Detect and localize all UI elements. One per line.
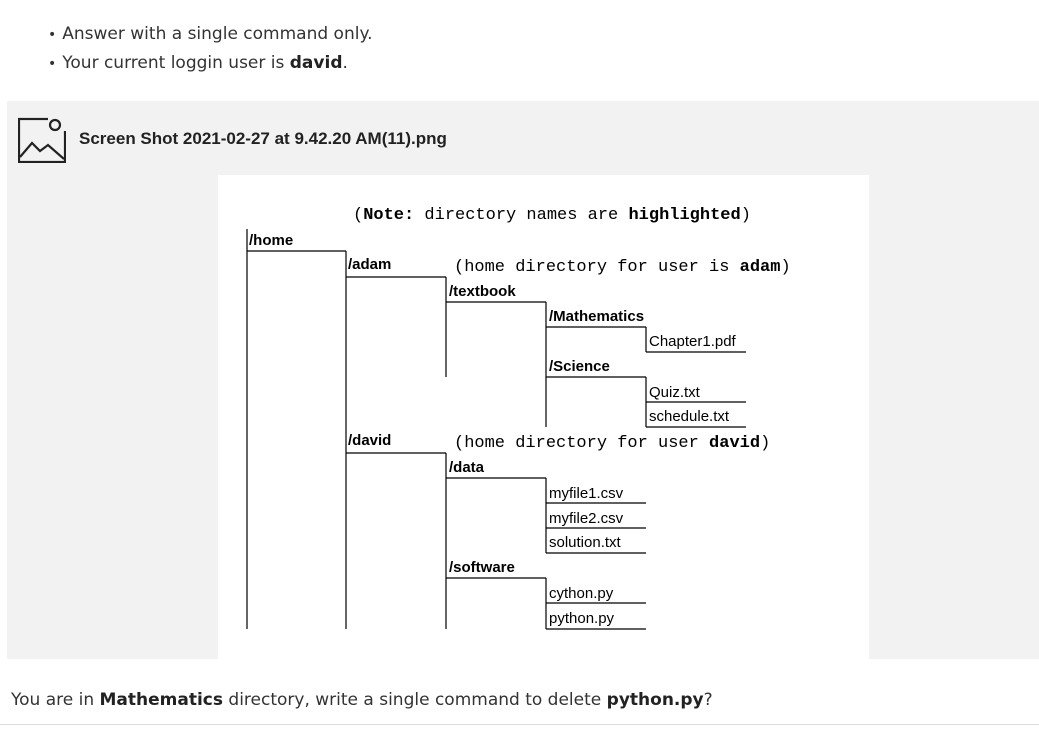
- question-text: You are in Mathematics directory, write …: [11, 690, 713, 710]
- dir-home: /home: [249, 232, 293, 249]
- instruction-single-command: Answer with a single command only.: [48, 20, 372, 49]
- instruction-login-user: Your current loggin user is david.: [48, 49, 373, 78]
- dir-david: /david: [348, 432, 391, 449]
- directory-tree-figure: (Note: directory names are highlighted) …: [218, 175, 869, 659]
- dir-science: /Science: [549, 358, 610, 375]
- figure-note: (Note: directory names are highlighted): [353, 206, 751, 225]
- dir-adam: /adam: [348, 256, 391, 273]
- file-myfile1: myfile1.csv: [549, 485, 624, 502]
- file-myfile2: myfile2.csv: [549, 510, 624, 527]
- david-home-note: (home directory for user david): [454, 434, 770, 453]
- directory-tree-diagram: (Note: directory names are highlighted) …: [246, 206, 791, 630]
- login-user-name: david: [289, 53, 343, 73]
- file-schedule: schedule.txt: [649, 408, 730, 425]
- dir-software: /software: [449, 559, 515, 576]
- file-solution: solution.txt: [549, 534, 622, 551]
- image-attachment: Screen Shot 2021-02-27 at 9.42.20 AM(11)…: [7, 101, 1039, 659]
- dir-data: /data: [449, 459, 485, 476]
- dir-mathematics: /Mathematics: [549, 308, 644, 325]
- question-directory: Mathematics: [99, 690, 223, 710]
- question-file: python.py: [606, 690, 704, 710]
- dir-textbook: /textbook: [449, 283, 516, 300]
- adam-home-note: (home directory for user is adam): [454, 258, 791, 277]
- file-python: python.py: [549, 610, 615, 627]
- file-cython: cython.py: [549, 585, 614, 602]
- attachment-filename[interactable]: Screen Shot 2021-02-27 at 9.42.20 AM(11)…: [79, 129, 447, 148]
- instructions-list: Answer with a single command only. Your …: [48, 20, 373, 78]
- file-chapter1: Chapter1.pdf: [649, 333, 737, 350]
- divider: [0, 724, 1039, 725]
- image-icon[interactable]: [18, 115, 66, 163]
- file-quiz: Quiz.txt: [649, 384, 701, 401]
